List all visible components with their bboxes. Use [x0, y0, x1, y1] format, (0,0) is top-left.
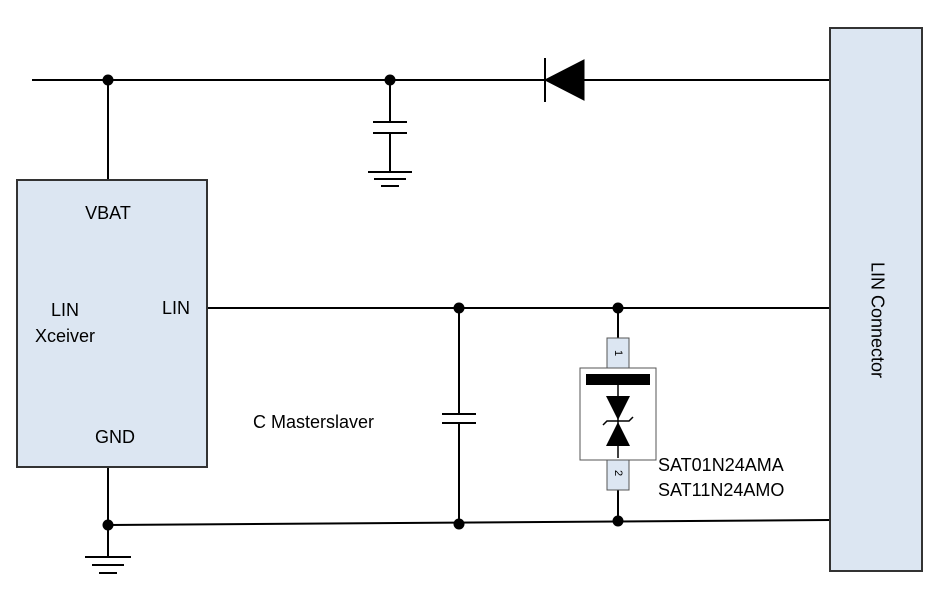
junction-dot-gnd-cap — [453, 518, 465, 530]
bus-capacitor-label: C Masterslaver — [253, 412, 374, 432]
lin-transceiver-block: VBAT LIN Xceiver LIN GND — [16, 179, 208, 468]
tvs-pin2-label: 2 — [612, 470, 624, 476]
tvs-cathode-band — [586, 374, 650, 385]
junction-dot-vbat-ic — [102, 74, 114, 86]
ground-symbol-decoupling — [368, 171, 412, 187]
tvs-pin1-label: 1 — [612, 350, 624, 356]
connector-body — [829, 27, 923, 572]
decoupling-capacitor — [373, 121, 407, 134]
tvs-lower-triangle-icon — [606, 422, 630, 446]
gnd-pin-label: GND — [95, 427, 135, 447]
transceiver-name-line2: Xceiver — [35, 326, 95, 346]
lin-pin-label: LIN — [162, 298, 190, 318]
tvs-part-number-2: SAT11N24AMO — [658, 480, 784, 500]
junction-dot-vbat-cap — [384, 74, 396, 86]
junction-dot-gnd-ic — [102, 519, 114, 531]
ground-symbol-main — [85, 556, 131, 574]
connector-label: LIN Connector — [867, 262, 887, 378]
series-diode — [543, 58, 585, 102]
tvs-zener-bar-icon — [602, 416, 634, 426]
junction-dot-lin-cap — [453, 302, 465, 314]
tvs-upper-triangle-icon — [606, 396, 630, 420]
junction-dot-gnd-tvs — [612, 515, 624, 527]
transceiver-name-line1: LIN — [51, 300, 79, 320]
wires — [32, 79, 831, 557]
tvs-pin2-pad — [606, 459, 630, 491]
tvs-diode-package: 1 2 — [579, 337, 657, 491]
vbat-pin-label: VBAT — [85, 203, 131, 223]
junction-dot-lin-tvs — [612, 302, 624, 314]
junctions — [102, 74, 624, 531]
series-diode-triangle — [543, 59, 585, 101]
transceiver-body — [16, 179, 208, 468]
tvs-part-number-1: SAT01N24AMA — [658, 455, 784, 475]
ground-rail-wire — [107, 519, 831, 526]
lin-connector-block: LIN Connector — [829, 27, 923, 572]
bus-capacitor — [442, 413, 476, 424]
